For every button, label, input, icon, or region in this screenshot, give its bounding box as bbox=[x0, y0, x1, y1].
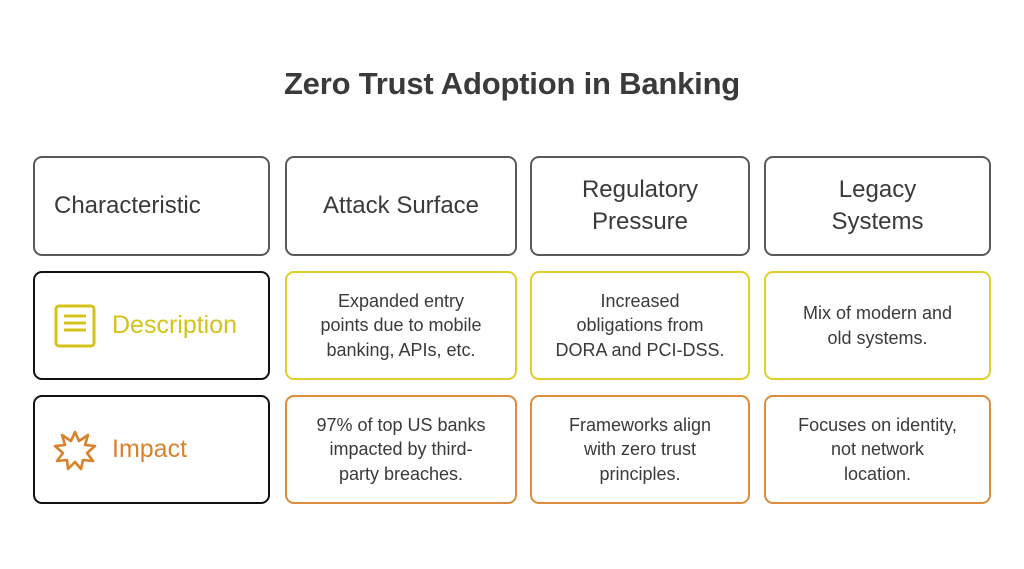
header-legacy-systems-line: Systems bbox=[831, 208, 924, 235]
cell-text-line: with zero trust bbox=[583, 439, 697, 460]
cell-text-line: party breaches. bbox=[338, 463, 464, 484]
cell-text-line: principles. bbox=[599, 463, 681, 484]
cell-text-line: DORA and PCI-DSS. bbox=[555, 339, 725, 360]
header-regulatory-pressure-line: Regulatory bbox=[581, 176, 699, 203]
row-label-description: Description bbox=[33, 271, 270, 380]
cell-text-line: Expanded entry bbox=[337, 290, 465, 311]
header-legacy-systems: Legacy Systems bbox=[764, 156, 991, 256]
cell-text-line: Mix of modern and bbox=[802, 303, 953, 323]
cell-text-line: not network bbox=[830, 439, 925, 460]
cell-text-line: impacted by third- bbox=[329, 439, 473, 460]
cell-text-line: points due to mobile bbox=[320, 315, 482, 336]
cell-text-line: 97% of top US banks bbox=[316, 414, 486, 435]
row-label-description-text: Description bbox=[112, 311, 238, 339]
cell-impact-regulatory-pressure: Frameworks align with zero trust princip… bbox=[530, 395, 750, 504]
header-attack-surface: Attack Surface bbox=[285, 156, 517, 256]
page-title: Zero Trust Adoption in Banking bbox=[283, 66, 741, 101]
header-regulatory-pressure: Regulatory Pressure bbox=[530, 156, 750, 256]
cell-impact-attack-surface: 97% of top US banks impacted by third- p… bbox=[285, 395, 517, 504]
row-label-impact: Impact bbox=[33, 395, 270, 504]
document-icon bbox=[54, 304, 96, 347]
cell-text-line: Frameworks align bbox=[568, 414, 712, 435]
cell-description-attack-surface: Expanded entry points due to mobile bank… bbox=[285, 271, 517, 380]
header-characteristic: Characteristic bbox=[33, 156, 270, 256]
header-attack-surface-line: Attack Surface bbox=[322, 192, 480, 219]
cell-text-line: old systems. bbox=[827, 327, 928, 348]
cell-text-line: banking, APIs, etc. bbox=[326, 339, 476, 360]
cell-text-line: Increased bbox=[600, 290, 680, 311]
cell-text-line: location. bbox=[843, 463, 912, 484]
cell-description-regulatory-pressure: Increased obligations from DORA and PCI-… bbox=[530, 271, 750, 380]
cell-text-line: obligations from bbox=[576, 315, 704, 336]
cell-description-legacy-systems: Mix of modern and old systems. bbox=[764, 271, 991, 380]
row-label-impact-text: Impact bbox=[112, 435, 188, 463]
header-characteristic-label: Characteristic bbox=[54, 192, 201, 219]
header-regulatory-pressure-line: Pressure bbox=[591, 208, 689, 235]
cell-text-line: Focuses on identity, bbox=[798, 414, 957, 435]
cell-impact-legacy-systems: Focuses on identity, not network locatio… bbox=[764, 395, 991, 504]
explosion-icon bbox=[53, 430, 97, 470]
header-legacy-systems-line: Legacy bbox=[838, 176, 917, 203]
